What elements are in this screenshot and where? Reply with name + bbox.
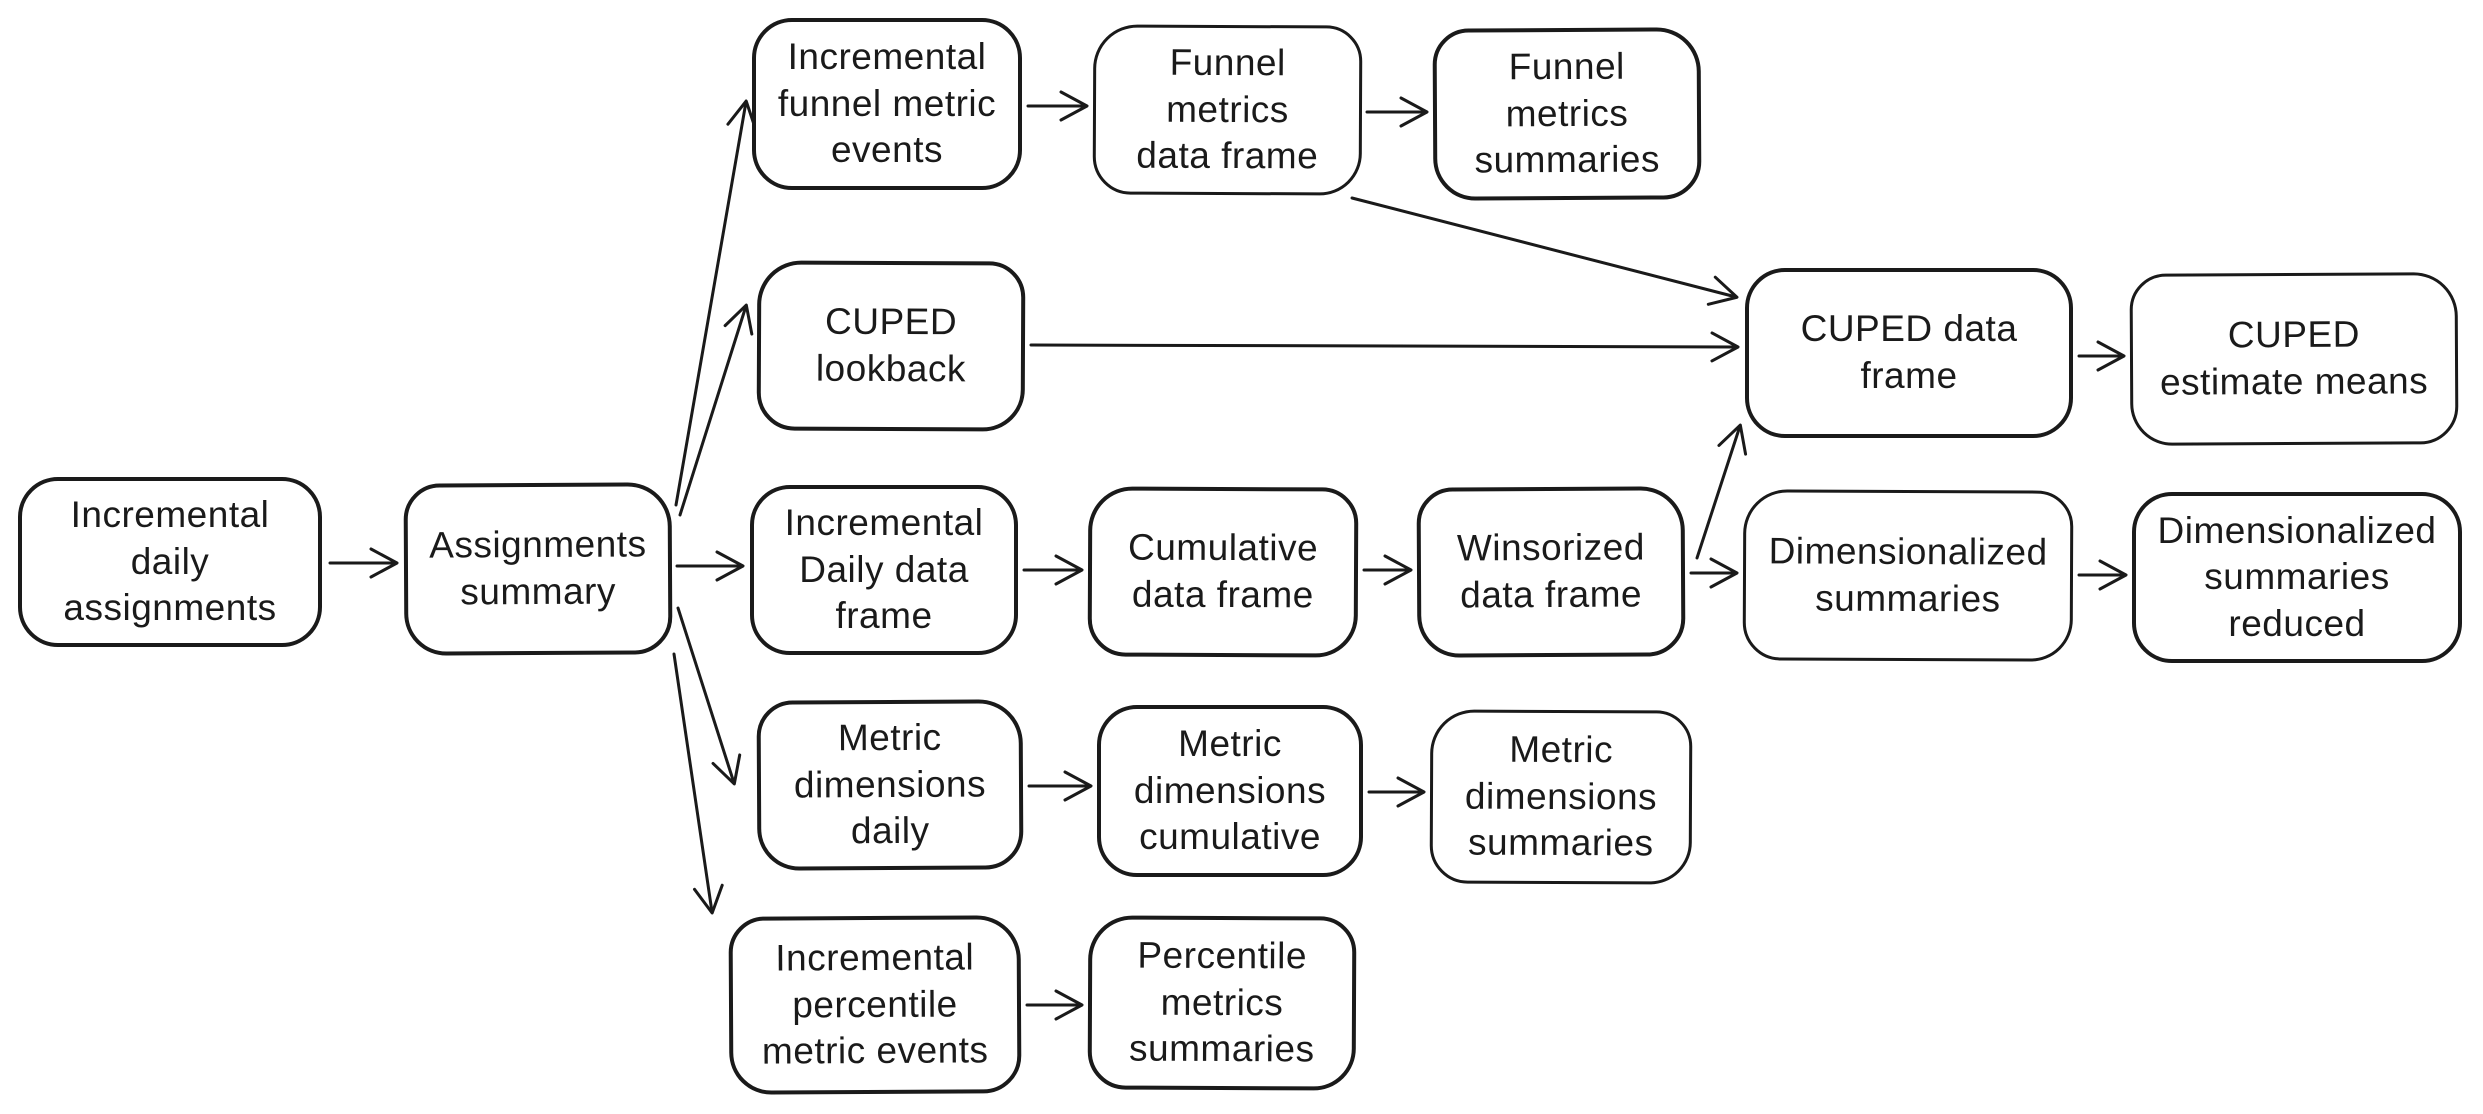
node-percentile-metrics-summaries[interactable]: Percentile metrics summaries xyxy=(1087,915,1357,1091)
node-incremental-percentile-metric-events[interactable]: Incremental percentile metric events xyxy=(728,915,1022,1095)
node-label: Funnel metrics summaries xyxy=(1474,45,1661,181)
node-label: Metric dimensions summaries xyxy=(1464,728,1658,864)
node-funnel-metrics-data-frame[interactable]: Funnel metrics data frame xyxy=(1092,24,1363,196)
node-winsorized-data-frame[interactable]: Winsorized data frame xyxy=(1416,486,1686,658)
node-cuped-estimate-means[interactable]: CUPED estimate means xyxy=(2129,272,2459,446)
edge-cuped-lookback-to-cuped-data-frame[interactable] xyxy=(1029,331,1740,363)
node-label: Incremental percentile metric events xyxy=(761,936,989,1072)
node-incremental-daily-data-frame[interactable]: Incremental Daily data frame xyxy=(750,485,1018,655)
node-label: CUPED lookback xyxy=(815,301,967,390)
node-label: Incremental funnel metric events xyxy=(777,36,997,171)
node-label: Incremental Daily data frame xyxy=(784,502,984,637)
node-label: Funnel metrics data frame xyxy=(1136,41,1319,177)
edge-funnel-metrics-data-frame-to-cuped-data-frame[interactable] xyxy=(1350,196,1739,306)
edge-assignments-summary-to-incremental-funnel-metric-events[interactable] xyxy=(674,99,758,507)
node-cuped-data-frame[interactable]: CUPED data frame xyxy=(1745,268,2073,438)
edge-assignments-summary-to-metric-dimensions-daily[interactable] xyxy=(676,606,742,786)
node-label: Metric dimensions daily xyxy=(793,716,987,852)
edge-winsorized-data-frame-to-cuped-data-frame[interactable] xyxy=(1695,423,1748,560)
node-label: Dimensionalized summaries reduced xyxy=(2157,509,2437,644)
edges-group xyxy=(328,90,2128,1021)
node-label: CUPED data frame xyxy=(1800,308,2018,396)
node-cumulative-data-frame[interactable]: Cumulative data frame xyxy=(1087,486,1359,658)
node-label: Metric dimensions cumulative xyxy=(1133,723,1327,858)
node-label: CUPED estimate means xyxy=(2159,314,2429,403)
node-cuped-lookback[interactable]: CUPED lookback xyxy=(756,260,1026,432)
node-label: Percentile metrics summaries xyxy=(1128,934,1315,1070)
node-assignments-summary[interactable]: Assignments summary xyxy=(403,482,673,656)
node-dimensionalized-summaries-reduced[interactable]: Dimensionalized summaries reduced xyxy=(2132,492,2462,663)
node-metric-dimensions-cumulative[interactable]: Metric dimensions cumulative xyxy=(1097,705,1363,877)
node-label: Cumulative data frame xyxy=(1127,526,1319,616)
node-incremental-daily-assignments[interactable]: Incremental daily assignments xyxy=(18,477,322,647)
node-label: Winsorized data frame xyxy=(1456,526,1645,616)
edge-assignments-summary-to-cuped-lookback[interactable] xyxy=(678,303,754,517)
node-funnel-metrics-summaries[interactable]: Funnel metrics summaries xyxy=(1432,27,1702,201)
node-metric-dimensions-summaries[interactable]: Metric dimensions summaries xyxy=(1429,709,1693,885)
node-incremental-funnel-metric-events[interactable]: Incremental funnel metric events xyxy=(752,18,1022,190)
node-label: Incremental daily assignments xyxy=(63,494,277,629)
node-metric-dimensions-daily[interactable]: Metric dimensions daily xyxy=(756,699,1024,871)
node-label: Assignments summary xyxy=(429,523,647,613)
edge-assignments-summary-to-incremental-percentile-metric-events[interactable] xyxy=(672,652,724,915)
node-dimensionalized-summaries[interactable]: Dimensionalized summaries xyxy=(1742,489,2074,662)
node-label: Dimensionalized summaries xyxy=(1768,530,2048,619)
